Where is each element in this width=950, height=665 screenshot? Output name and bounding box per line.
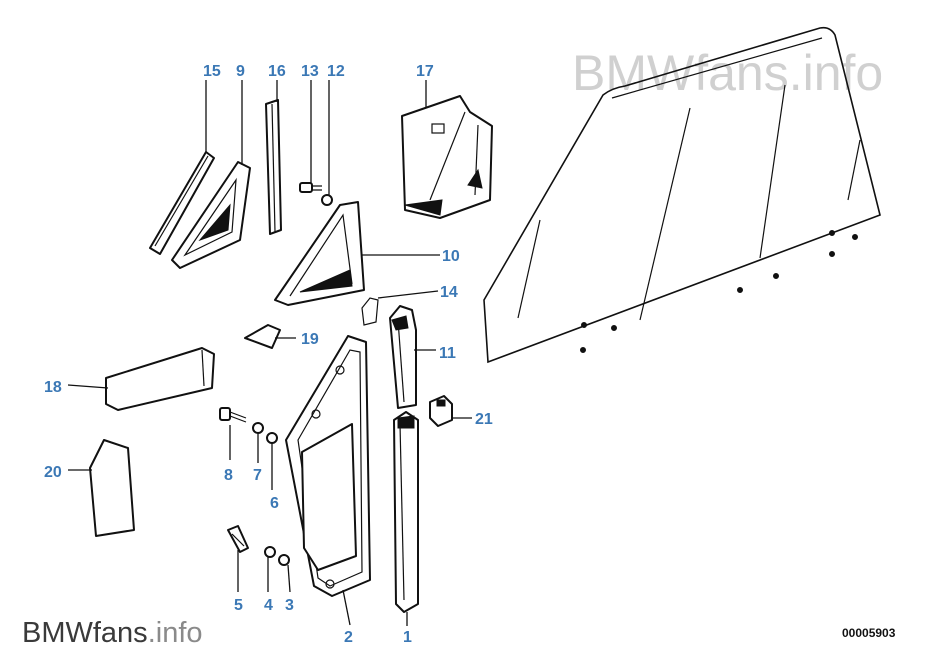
callout-19: 19 bbox=[301, 331, 319, 348]
part-18-long-pad bbox=[105, 347, 215, 411]
callout-11: 11 bbox=[439, 345, 456, 362]
callout-13: 13 bbox=[301, 63, 319, 80]
part-3-washer bbox=[278, 554, 290, 566]
part-17-bracket bbox=[401, 95, 493, 219]
callout-6: 6 bbox=[270, 495, 279, 512]
callout-15: 15 bbox=[203, 63, 221, 80]
part-15-seal-strip bbox=[149, 151, 215, 255]
callout-9: 9 bbox=[236, 63, 245, 80]
callout-5: 5 bbox=[234, 597, 243, 614]
callout-20: 20 bbox=[44, 464, 62, 481]
watermark-top: BMWfans.info bbox=[572, 45, 883, 101]
callout-4: 4 bbox=[264, 597, 273, 614]
part-14-pad bbox=[361, 297, 379, 326]
part-4-washer bbox=[264, 546, 276, 558]
part-19-tab bbox=[244, 324, 281, 349]
part-5-screw bbox=[227, 525, 249, 553]
part-13-screw bbox=[299, 182, 322, 193]
callout-labels: 15 9 16 13 12 17 10 14 19 11 18 21 8 7 6… bbox=[44, 63, 493, 646]
part-20-pad bbox=[89, 439, 135, 537]
callout-17: 17 bbox=[416, 63, 434, 80]
part-16-vertical-strip bbox=[265, 99, 282, 235]
part-21-clip bbox=[429, 395, 453, 427]
callout-2: 2 bbox=[344, 629, 353, 646]
callout-12: 12 bbox=[327, 63, 345, 80]
callout-21: 21 bbox=[475, 411, 493, 428]
callout-7: 7 bbox=[253, 467, 262, 484]
part-10-triangle-panel bbox=[274, 201, 365, 306]
part-8-screw bbox=[219, 407, 247, 423]
callout-10: 10 bbox=[442, 248, 460, 265]
watermark-bottom: BMWfans.info bbox=[22, 617, 203, 649]
part-1-lower-rail bbox=[393, 411, 419, 613]
part-7-washer bbox=[252, 422, 264, 434]
part-6-washer bbox=[266, 432, 278, 444]
callout-8: 8 bbox=[224, 467, 233, 484]
callout-1: 1 bbox=[403, 629, 412, 646]
part-12-washer bbox=[321, 194, 333, 206]
callout-14: 14 bbox=[440, 284, 458, 301]
part-11-upper-rail bbox=[389, 305, 417, 409]
callout-18: 18 bbox=[44, 379, 62, 396]
document-number: 00005903 bbox=[842, 626, 896, 640]
part-9-triangle-bracket bbox=[171, 161, 251, 269]
callout-16: 16 bbox=[268, 63, 286, 80]
door-glass bbox=[483, 26, 881, 364]
part-2-trim-panel bbox=[285, 335, 371, 597]
callout-3: 3 bbox=[285, 597, 294, 614]
